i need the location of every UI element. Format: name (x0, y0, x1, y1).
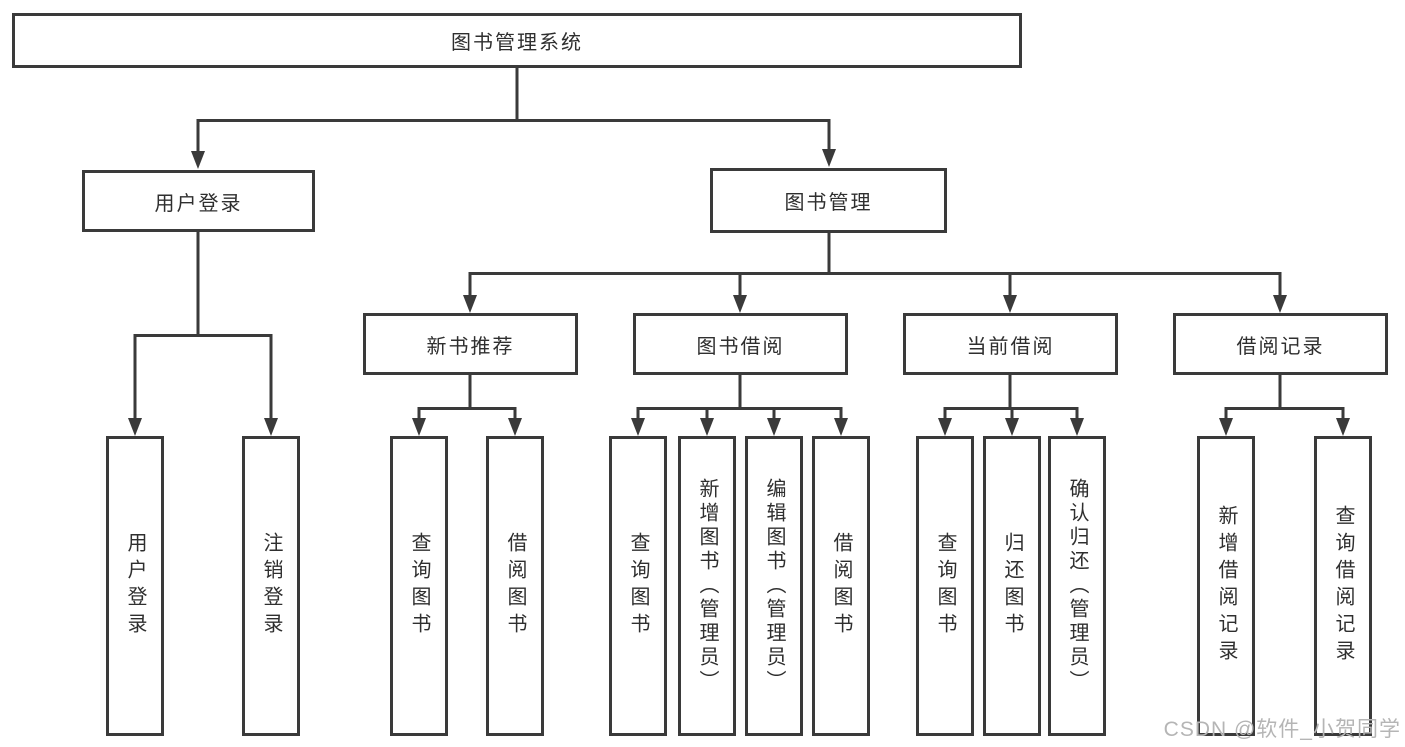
leaf-newbook-query-books: 查询图书 (390, 436, 448, 736)
leaf-user-login: 用户登录 (106, 436, 164, 736)
node-book-borrow: 图书借阅 (633, 313, 848, 375)
node-borrow-record: 借阅记录 (1173, 313, 1388, 375)
leaf-borrow-borrow-books: 借阅图书 (812, 436, 870, 736)
csdn-watermark: CSDN @软件_小贺同学 (1163, 718, 1401, 741)
leaf-add-book-admin: 新增图书（管理员） (678, 436, 736, 736)
leaf-newbook-borrow-books: 借阅图书 (486, 436, 544, 736)
leaf-borrow-query-books: 查询图书 (609, 436, 667, 736)
leaf-current-query-books: 查询图书 (916, 436, 974, 736)
node-book-management: 图书管理 (710, 168, 947, 233)
leaf-logout-login: 注销登录 (242, 436, 300, 736)
node-root: 图书管理系统 (12, 13, 1022, 68)
leaf-query-borrow-record: 查询借阅记录 (1314, 436, 1372, 736)
leaf-confirm-return-admin: 确认归还（管理员） (1048, 436, 1106, 736)
arrowheads (128, 149, 1350, 436)
connector-lines (133, 67, 1345, 420)
leaf-add-borrow-record: 新增借阅记录 (1197, 436, 1255, 736)
node-current-borrow: 当前借阅 (903, 313, 1118, 375)
leaf-return-books: 归还图书 (983, 436, 1041, 736)
node-new-book-recommend: 新书推荐 (363, 313, 578, 375)
node-user-login: 用户登录 (82, 170, 315, 232)
leaf-edit-book-admin: 编辑图书（管理员） (745, 436, 803, 736)
